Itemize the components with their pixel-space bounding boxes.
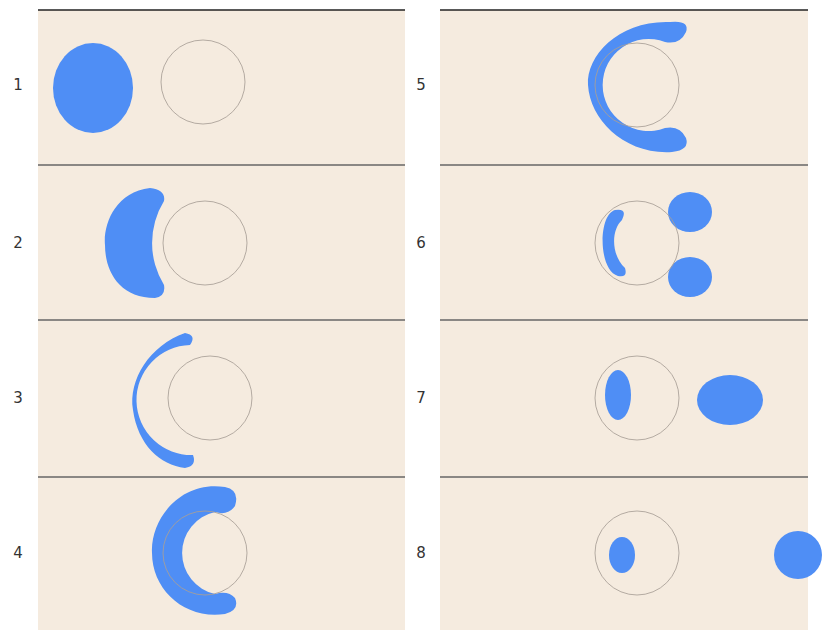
droplet [53, 22, 822, 615]
obstacle-circle [163, 201, 247, 285]
panel-number: 6 [416, 234, 426, 252]
droplet [668, 192, 712, 232]
obstacle-circle [595, 201, 679, 285]
panel-number: 2 [13, 234, 23, 252]
panel-rule [440, 319, 808, 321]
panel-number: 1 [13, 76, 23, 94]
droplet [152, 486, 236, 615]
panel-rule [38, 10, 808, 477]
panel-number: 3 [13, 389, 23, 407]
panel-number: 7 [416, 389, 426, 407]
droplet [105, 188, 165, 298]
droplet [774, 531, 822, 579]
droplet [53, 43, 133, 133]
panel-ground [440, 10, 808, 630]
obstacle-circle [163, 511, 247, 595]
obstacle-circle [595, 356, 679, 440]
droplet [609, 537, 635, 573]
panel-rule [38, 9, 405, 11]
droplet [603, 210, 626, 277]
panel-rule [440, 476, 808, 478]
obstacle-circle [168, 356, 252, 440]
panel-rule [38, 164, 405, 166]
panel-number: 4 [13, 544, 23, 562]
droplet [668, 257, 712, 297]
obstacle-circle [595, 43, 679, 127]
obstacle-circle [595, 511, 679, 595]
droplet [605, 370, 631, 420]
obstacle-circle [161, 40, 679, 595]
panel-rule [38, 476, 405, 478]
panel-rule [440, 164, 808, 166]
panel-number: 5 [416, 76, 426, 94]
panel-rule [38, 319, 405, 321]
droplet [132, 333, 194, 468]
droplet [588, 22, 687, 152]
obstacle-circle [161, 40, 245, 124]
droplet [697, 375, 763, 425]
panel-rule [440, 9, 808, 11]
panel-number: 8 [416, 544, 426, 562]
panel-ground [38, 10, 405, 630]
